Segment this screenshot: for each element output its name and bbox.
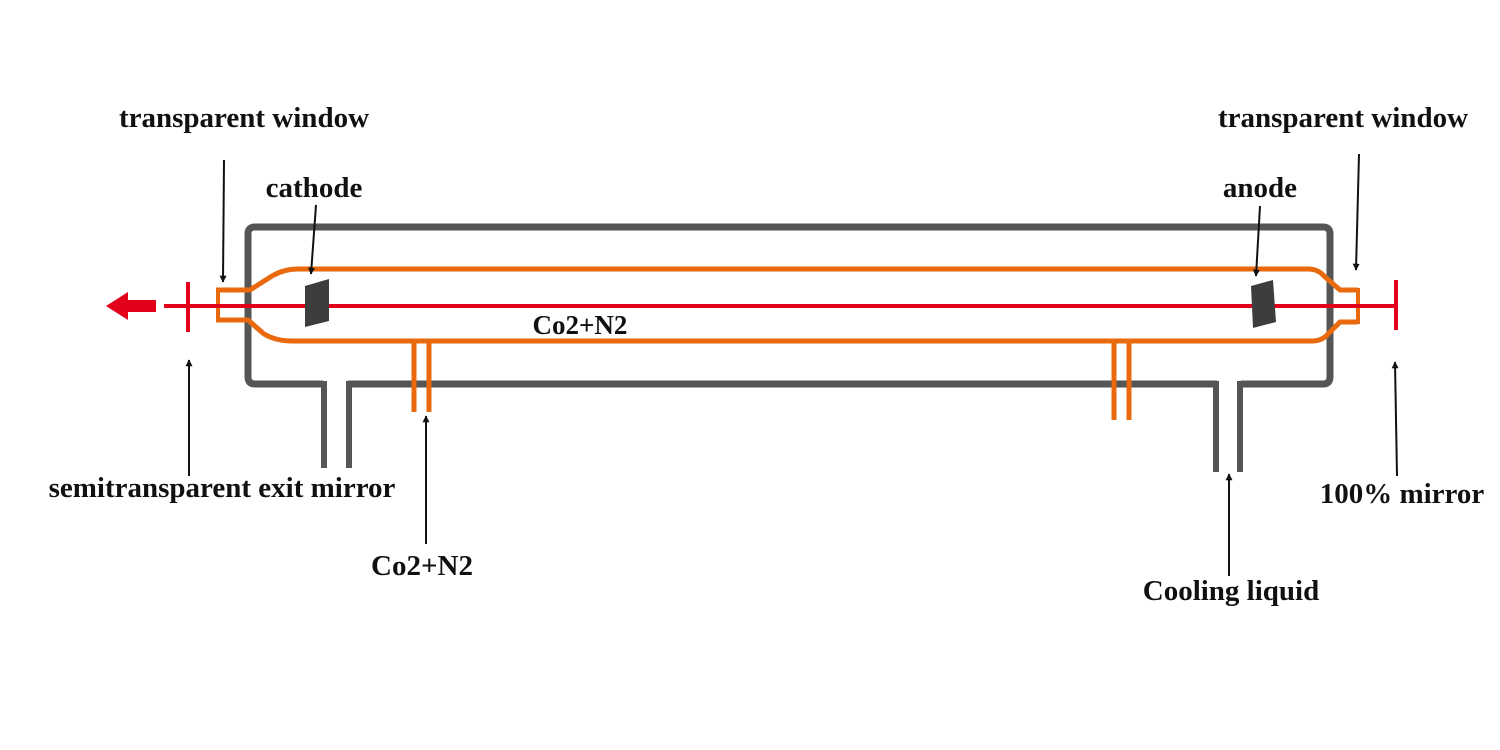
label-gas-inlet: Co2+N2 [371,550,473,582]
arrow-window-left [219,159,227,283]
arrow-full-mirror [1391,361,1399,477]
label-cooling-liquid: Cooling liquid [1143,575,1320,607]
label-exit-mirror: semitransparent exit mirror [49,472,396,504]
output-beam-arrow [106,292,156,320]
cathode-electrode [305,279,329,327]
label-transparent-window-left: transparent window [119,102,369,134]
cooling-jacket [244,223,1334,388]
label-transparent-window-right: transparent window [1218,102,1468,134]
anode-electrode [1251,280,1276,328]
discharge-tube-top [216,266,1358,293]
label-anode: anode [1223,172,1297,204]
arrow-anode [1252,205,1261,277]
label-gas-inside: Co2+N2 [533,310,628,340]
label-full-mirror: 100% mirror [1320,478,1485,510]
discharge-tube-bottom [216,317,1358,344]
label-cathode: cathode [266,172,363,204]
arrow-window-right [1352,153,1360,271]
arrow-cathode [307,204,317,275]
